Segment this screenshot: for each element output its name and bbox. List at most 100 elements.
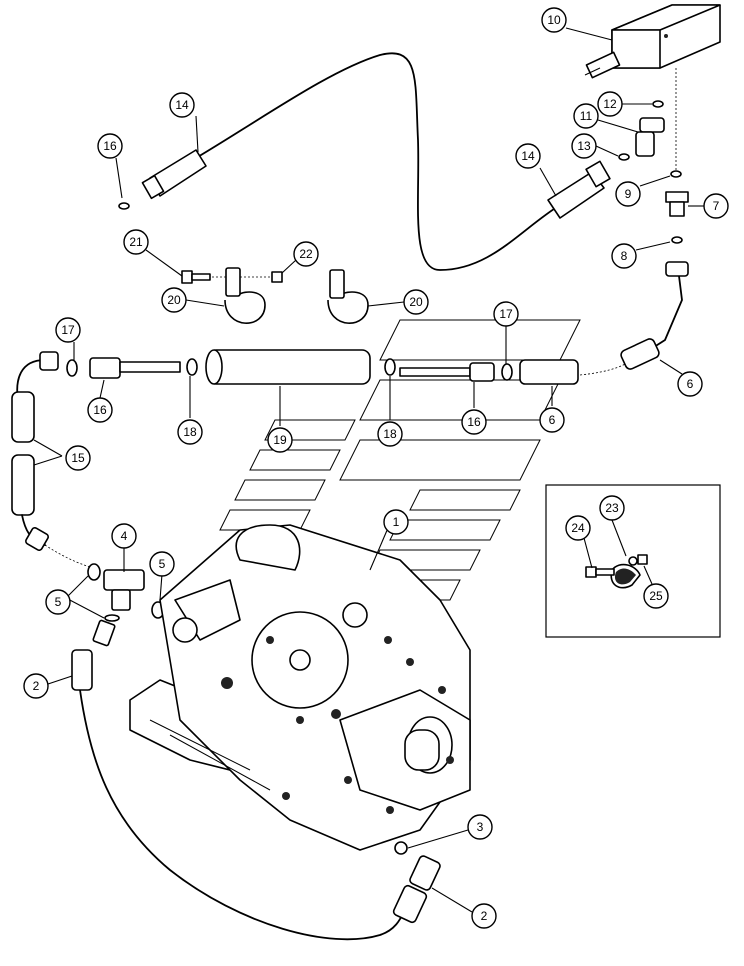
callout-10: 10 xyxy=(541,7,567,33)
part-11-elbow-fitting xyxy=(635,117,665,157)
part-18-o-ring-right xyxy=(384,358,396,376)
callout-4: 4 xyxy=(111,523,137,549)
hose-line-lower xyxy=(79,689,406,941)
svg-text:11: 11 xyxy=(580,109,593,123)
part-1-hydraulic-pump xyxy=(129,524,471,851)
part-21-bolt xyxy=(181,270,211,284)
callout-15: 15 xyxy=(65,445,91,471)
part-4-tee-fitting xyxy=(103,569,145,611)
svg-text:1: 1 xyxy=(393,515,400,529)
callout-7: 7 xyxy=(703,193,729,219)
callout-5-right: 5 xyxy=(149,551,175,577)
part-16-fitting-left xyxy=(89,357,181,379)
svg-text:18: 18 xyxy=(183,425,197,439)
part-6-tube-right xyxy=(620,261,689,370)
part-13-o-ring xyxy=(618,153,630,161)
callout-22: 22 xyxy=(293,241,319,267)
part-16-o-ring-top xyxy=(118,202,130,210)
callout-24: 24 xyxy=(565,515,591,541)
callout-2-lower: 2 xyxy=(471,903,497,929)
svg-text:5: 5 xyxy=(159,557,166,571)
callout-17-right: 17 xyxy=(493,301,519,327)
part-17-o-ring-right xyxy=(501,363,513,381)
svg-text:7: 7 xyxy=(713,199,720,213)
part-14-fitting-right xyxy=(547,160,611,219)
svg-text:17: 17 xyxy=(61,323,75,337)
svg-text:16: 16 xyxy=(467,415,481,429)
callout-16-right: 16 xyxy=(461,409,487,435)
part-16-fitting-right xyxy=(399,362,495,382)
dotted-line-15 xyxy=(44,544,96,569)
callout-17-left: 17 xyxy=(55,317,81,343)
callout-14-right: 14 xyxy=(515,143,541,169)
svg-text:20: 20 xyxy=(409,295,423,309)
svg-text:24: 24 xyxy=(571,521,585,535)
svg-text:15: 15 xyxy=(71,451,85,465)
part-14-fitting-upper xyxy=(141,149,207,200)
svg-text:17: 17 xyxy=(499,307,513,321)
part-22-nut xyxy=(271,271,283,283)
part-9-o-ring xyxy=(670,170,682,178)
svg-text:23: 23 xyxy=(605,501,619,515)
part-5-o-ring-bottom xyxy=(104,614,120,622)
callout-25: 25 xyxy=(643,583,669,609)
svg-text:2: 2 xyxy=(33,679,40,693)
svg-text:12: 12 xyxy=(603,97,617,111)
callout-18-left: 18 xyxy=(177,419,203,445)
callout-3: 3 xyxy=(467,814,493,840)
svg-text:25: 25 xyxy=(649,589,663,603)
part-12-o-ring xyxy=(652,100,664,108)
callout-18-right: 18 xyxy=(377,421,403,447)
callout-11: 11 xyxy=(573,103,599,129)
part-3-o-ring xyxy=(394,841,408,855)
part-15-hose-assembly xyxy=(11,351,59,551)
svg-text:6: 6 xyxy=(549,413,556,427)
svg-text:19: 19 xyxy=(273,433,287,447)
hose-line-upper xyxy=(195,52,561,271)
callout-16-top: 16 xyxy=(97,133,123,159)
part-25-nut xyxy=(637,554,648,565)
callout-19: 19 xyxy=(267,427,293,453)
callout-14-upper: 14 xyxy=(169,92,195,118)
callout-20-right: 20 xyxy=(403,289,429,315)
svg-text:3: 3 xyxy=(477,820,484,834)
part-2-fitting-upper xyxy=(71,619,116,691)
leader-lines xyxy=(33,27,704,913)
callout-23: 23 xyxy=(599,495,625,521)
svg-text:8: 8 xyxy=(621,249,628,263)
svg-text:20: 20 xyxy=(167,293,181,307)
part-5-o-ring-left xyxy=(87,563,101,581)
callout-6-mid: 6 xyxy=(539,407,565,433)
callout-1: 1 xyxy=(383,509,409,535)
callout-21: 21 xyxy=(123,229,149,255)
part-6-tube-sleeve xyxy=(519,359,579,385)
svg-text:16: 16 xyxy=(103,139,117,153)
part-19-cylinder xyxy=(205,349,371,385)
callout-6-right: 6 xyxy=(677,371,703,397)
svg-text:14: 14 xyxy=(175,98,189,112)
part-18-o-ring-left xyxy=(186,358,198,376)
part-8-o-ring xyxy=(671,236,683,244)
part-20-clamp-left xyxy=(224,267,266,324)
svg-text:21: 21 xyxy=(129,235,143,249)
callout-8: 8 xyxy=(611,243,637,269)
callout-12: 12 xyxy=(597,91,623,117)
part-23-clamp xyxy=(610,556,641,589)
part-10-solenoid xyxy=(584,4,721,79)
part-17-o-ring-left xyxy=(66,359,78,377)
svg-text:10: 10 xyxy=(547,13,561,27)
part-24-bolt xyxy=(585,566,615,578)
part-2-fitting-lower xyxy=(392,855,441,924)
svg-text:18: 18 xyxy=(383,427,397,441)
svg-text:22: 22 xyxy=(299,247,313,261)
svg-text:5: 5 xyxy=(55,595,62,609)
svg-text:2: 2 xyxy=(481,909,488,923)
svg-text:14: 14 xyxy=(521,149,535,163)
part-20-clamp-right xyxy=(327,269,369,324)
svg-text:13: 13 xyxy=(577,139,591,153)
svg-text:9: 9 xyxy=(625,187,632,201)
callout-16-left: 16 xyxy=(87,397,113,423)
callout-2-upper: 2 xyxy=(23,673,49,699)
part-7-adapter xyxy=(665,191,689,217)
callout-13: 13 xyxy=(571,133,597,159)
